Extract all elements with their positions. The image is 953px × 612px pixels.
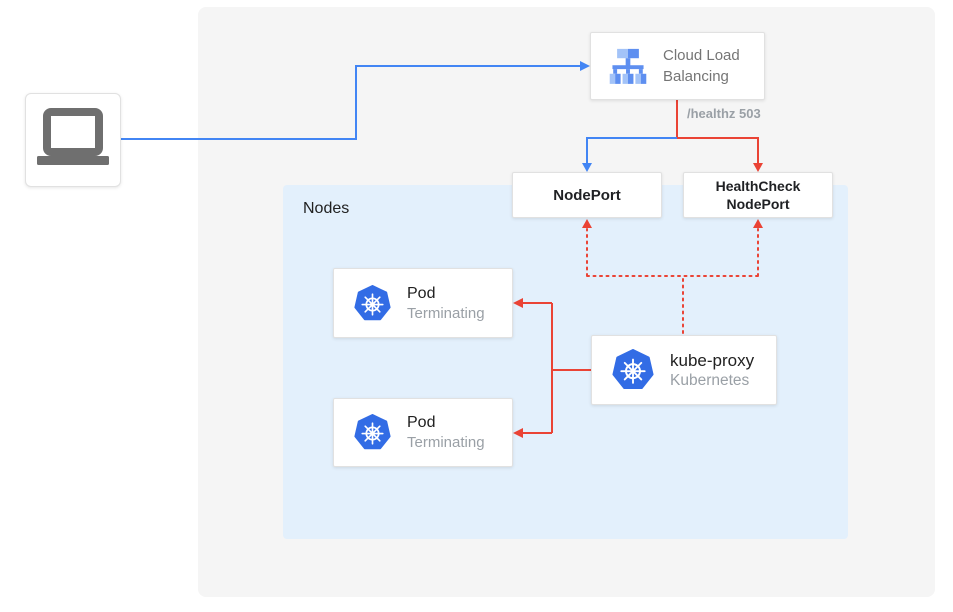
- arrowhead-into-pod-2: [513, 428, 523, 438]
- kube-proxy-node: kube-proxy Kubernetes: [591, 335, 777, 405]
- edge-kube-proxy-to-nodeports-dotted: [586, 228, 759, 334]
- laptop-icon: [37, 108, 109, 165]
- kube-proxy-title: kube-proxy: [670, 350, 755, 370]
- pod-title: Pod: [407, 284, 436, 302]
- healthcheck-nodeport-node: HealthCheck NodePort: [683, 172, 833, 218]
- kubernetes-icon: [354, 414, 391, 451]
- arrowhead-into-clb: [580, 61, 590, 71]
- arrowhead-dotted-into-nodeport: [582, 219, 592, 228]
- pod-node-2: Pod Terminating: [333, 398, 513, 467]
- arrowhead-dotted-into-healthcheck-nodeport: [753, 219, 763, 228]
- arrowhead-into-healthcheck-nodeport: [753, 163, 763, 172]
- pod-status: Terminating: [407, 434, 485, 451]
- kube-proxy-subtitle: Kubernetes: [670, 371, 750, 389]
- edge-client-to-clb: [121, 65, 581, 140]
- arrowhead-into-pod-1: [513, 298, 523, 308]
- kubernetes-icon: [354, 284, 391, 322]
- cloud-load-balancing-node: Cloud Load Balancing: [590, 32, 765, 100]
- arrowhead-into-nodeport: [582, 163, 592, 172]
- pod-status: Terminating: [407, 304, 485, 322]
- client-node: [25, 93, 121, 187]
- edge-clb-to-nodeport: [586, 137, 677, 164]
- edge-kube-proxy-to-pods: [521, 302, 591, 434]
- nodeport-node: NodePort: [512, 172, 662, 218]
- pod-title: Pod: [407, 414, 436, 431]
- kubernetes-icon: [612, 349, 654, 391]
- cloud-load-balancing-label: Cloud Load Balancing: [663, 47, 740, 85]
- healthz-status-label: /healthz 503: [687, 106, 761, 121]
- cloud-load-balancing-icon: [607, 47, 649, 85]
- pod-node-1: Pod Terminating: [333, 268, 513, 338]
- nodes-label: Nodes: [303, 200, 350, 217]
- edge-clb-to-healthcheck-nodeport: [677, 137, 759, 164]
